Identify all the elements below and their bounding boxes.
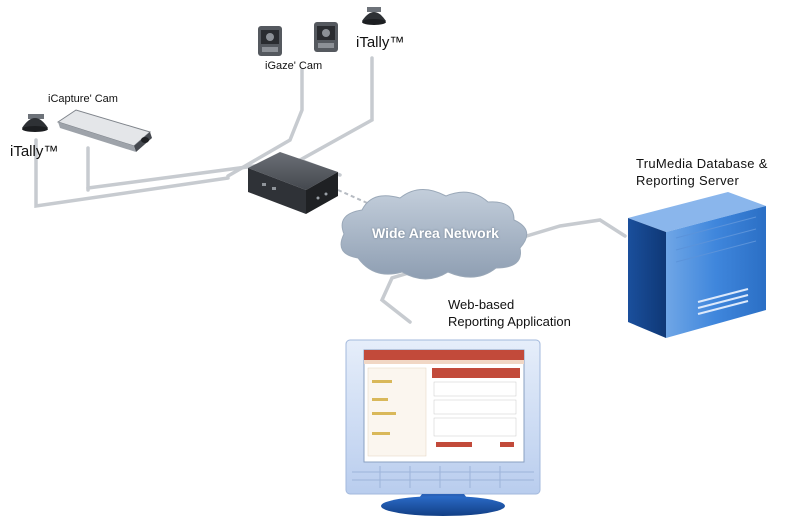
italy-right-label: iTally™ (356, 34, 405, 51)
gaze-camera-icon (314, 22, 338, 52)
wan-label: Wide Area Network (372, 225, 499, 241)
server-tower-icon (628, 192, 766, 338)
cloud-icon (340, 189, 528, 280)
icapture-label: iCapture' Cam (48, 93, 118, 105)
gaze-camera-icon (258, 26, 282, 56)
igaze-label: iGaze' Cam (265, 60, 323, 72)
web-app-label-line2: Reporting Application (448, 314, 571, 329)
web-app-label: Web-based Reporting Application (448, 296, 571, 330)
dome-camera-icon (362, 7, 386, 25)
web-app-label-line1: Web-based (448, 297, 515, 312)
network-box-icon (248, 152, 338, 214)
monitor-icon (345, 339, 541, 516)
server-label-line1: TruMedia Database & (636, 156, 768, 171)
dome-camera-icon (22, 114, 48, 132)
server-label: TruMedia Database & Reporting Server (636, 155, 768, 189)
italy-left-label: iTally™ (10, 143, 59, 160)
capture-camera-icon (56, 109, 152, 152)
server-label-line2: Reporting Server (636, 173, 740, 188)
